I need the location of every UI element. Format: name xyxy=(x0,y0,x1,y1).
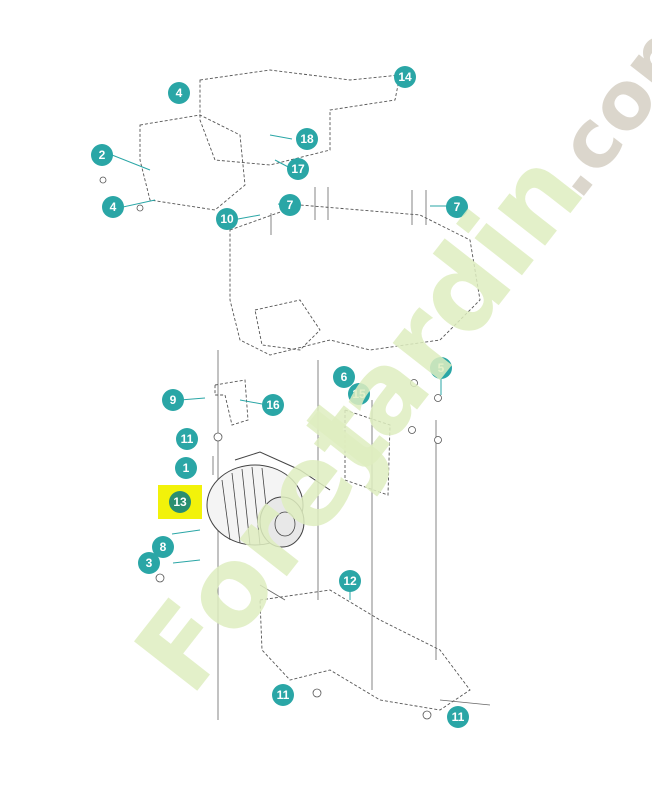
callout-label: 17 xyxy=(291,162,305,176)
callout-11[interactable]: 11 xyxy=(176,428,198,450)
callout-11[interactable]: 11 xyxy=(272,684,294,706)
callout-8[interactable]: 8 xyxy=(152,536,174,558)
callout-label: 1 xyxy=(182,461,190,475)
chassis-frame xyxy=(229,204,481,356)
callout-label: 11 xyxy=(180,432,194,446)
callout-7[interactable]: 7 xyxy=(279,194,301,216)
callout-5[interactable]: 5 xyxy=(430,357,452,379)
callout-4[interactable]: 4 xyxy=(168,82,190,104)
callout-4[interactable]: 4 xyxy=(102,196,124,218)
callout-11[interactable]: 11 xyxy=(447,706,469,728)
highlighted-part-13[interactable]: 13 xyxy=(158,485,202,519)
callout-label: 16 xyxy=(266,398,280,412)
callout-label: 4 xyxy=(109,200,117,214)
callout-label: 7 xyxy=(453,200,461,214)
callout-label: 18 xyxy=(300,132,314,146)
callout-label: 2 xyxy=(98,148,106,162)
callout-label: 5 xyxy=(437,361,445,375)
callout-13[interactable]: 13 xyxy=(169,491,191,513)
callout-12[interactable]: 12 xyxy=(339,570,361,592)
callout-label: 14 xyxy=(398,70,412,84)
callout-10[interactable]: 10 xyxy=(216,208,238,230)
callout-18[interactable]: 18 xyxy=(296,128,318,150)
mount-plate xyxy=(139,114,246,211)
callout-7[interactable]: 7 xyxy=(446,196,468,218)
callout-2[interactable]: 2 xyxy=(91,144,113,166)
callout-label: 11 xyxy=(276,688,290,702)
callout-label: 12 xyxy=(343,574,357,588)
transaxle-12 xyxy=(259,589,471,711)
callout-label: 9 xyxy=(169,393,177,407)
callout-label: 3 xyxy=(145,556,153,570)
callout-15[interactable]: 15 xyxy=(348,383,370,405)
callout-17[interactable]: 17 xyxy=(287,158,309,180)
callout-9[interactable]: 9 xyxy=(162,389,184,411)
callout-1[interactable]: 1 xyxy=(175,457,197,479)
callout-label: 4 xyxy=(175,86,183,100)
callout-14[interactable]: 14 xyxy=(394,66,416,88)
upper-bracket xyxy=(199,69,401,166)
callout-label: 11 xyxy=(451,710,465,724)
callout-label: 15 xyxy=(352,387,366,401)
electric-motor-13 xyxy=(206,451,331,548)
callout-label: 6 xyxy=(340,370,348,384)
plate-15 xyxy=(344,409,391,496)
callout-3[interactable]: 3 xyxy=(138,552,160,574)
callout-label: 10 xyxy=(220,212,234,226)
callout-6[interactable]: 6 xyxy=(333,366,355,388)
callout-label: 8 xyxy=(159,540,167,554)
callout-label: 13 xyxy=(173,495,187,509)
callout-16[interactable]: 16 xyxy=(262,394,284,416)
callout-label: 7 xyxy=(286,198,294,212)
bracket-16 xyxy=(214,379,249,426)
